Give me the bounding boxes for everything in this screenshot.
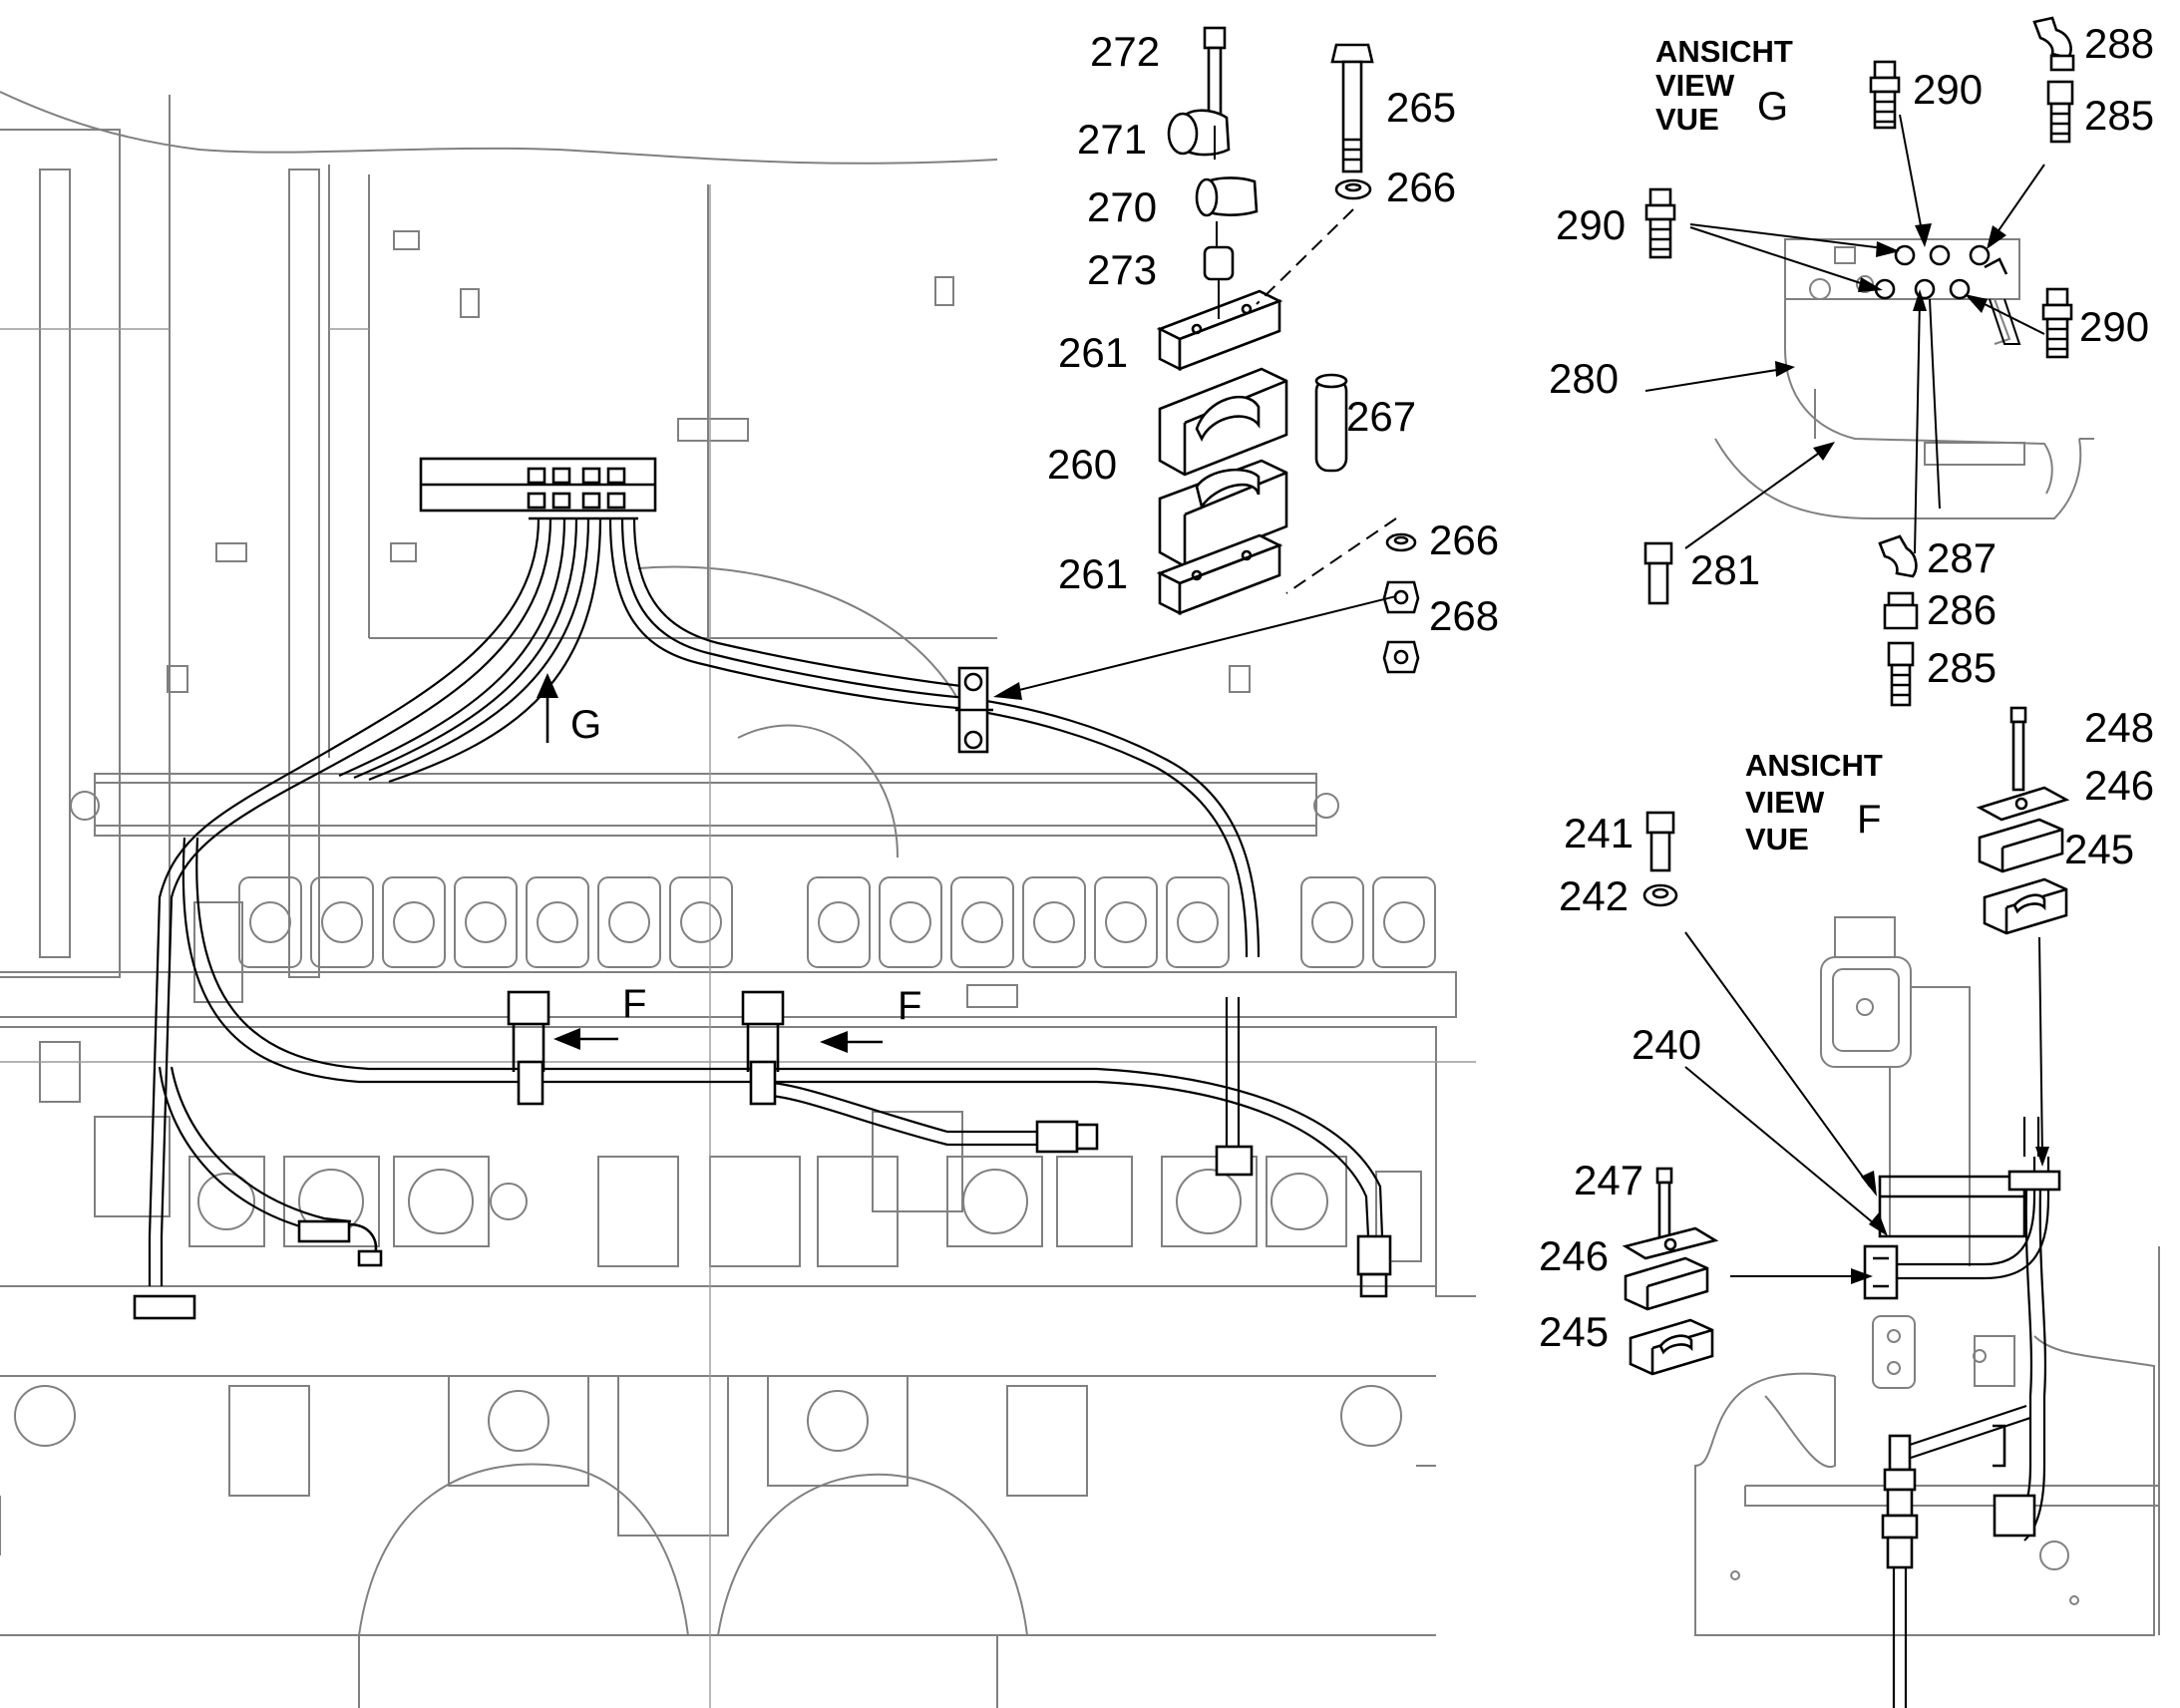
arrow-label-g: G bbox=[570, 703, 601, 747]
part-247-label: 247 bbox=[1574, 1157, 1643, 1203]
view-f-ansicht: ANSICHT bbox=[1745, 748, 1883, 783]
part-270-label: 270 bbox=[1087, 183, 1157, 230]
view-direction-arrows: G F F bbox=[537, 673, 921, 1053]
part-261-upper-label: 261 bbox=[1058, 329, 1128, 376]
part-287-label: 287 bbox=[1927, 534, 1997, 581]
view-f-letter: F bbox=[1857, 798, 1881, 842]
part-267-label: 267 bbox=[1346, 393, 1416, 440]
view-f-detail: ANSICHT VIEW VUE F bbox=[1539, 704, 2160, 1708]
main-machine-assembly bbox=[0, 91, 1476, 1708]
view-g-detail: ANSICHT VIEW VUE G bbox=[1549, 16, 2154, 707]
part-286-label: 286 bbox=[1927, 586, 1997, 633]
part-268-label: 268 bbox=[1429, 592, 1499, 639]
part-290-left-label: 290 bbox=[1556, 201, 1626, 248]
part-266-lower-label: 266 bbox=[1429, 516, 1499, 563]
part-288-label: 288 bbox=[2084, 20, 2154, 67]
part-285-lower-label: 285 bbox=[1927, 644, 1997, 691]
part-241-label: 241 bbox=[1564, 810, 1634, 856]
hydraulic-hoses bbox=[133, 457, 1392, 1320]
view-g-ansicht: ANSICHT bbox=[1655, 34, 1793, 69]
part-271-label: 271 bbox=[1077, 116, 1147, 163]
part-266-upper-label: 266 bbox=[1386, 164, 1456, 210]
part-246-right-label: 246 bbox=[2084, 762, 2154, 809]
part-281-label: 281 bbox=[1690, 546, 1760, 593]
part-246-left-label: 246 bbox=[1539, 1232, 1609, 1279]
arrow-label-f-right: F bbox=[898, 984, 921, 1028]
part-285-top-label: 285 bbox=[2084, 92, 2154, 139]
view-g-vue: VUE bbox=[1655, 102, 1719, 137]
arrow-label-f-left: F bbox=[622, 982, 646, 1026]
part-290-right-label: 290 bbox=[2079, 303, 2149, 350]
part-245-right-label: 245 bbox=[2064, 826, 2134, 872]
part-280-label: 280 bbox=[1549, 355, 1619, 402]
view-g-letter: G bbox=[1757, 85, 1788, 129]
clamp-exploded-parts: 272 271 270 273 261 260 261 265 266 267 … bbox=[993, 26, 1499, 700]
part-242-label: 242 bbox=[1559, 872, 1629, 919]
part-272-label: 272 bbox=[1090, 28, 1160, 75]
part-273-label: 273 bbox=[1087, 246, 1157, 293]
view-g-view: VIEW bbox=[1655, 68, 1735, 103]
part-245-left-label: 245 bbox=[1539, 1308, 1609, 1355]
part-290-top-label: 290 bbox=[1913, 66, 1983, 113]
part-265-label: 265 bbox=[1386, 84, 1456, 131]
part-261-lower-label: 261 bbox=[1058, 550, 1128, 597]
part-248-label: 248 bbox=[2084, 704, 2154, 751]
view-f-view: VIEW bbox=[1745, 785, 1825, 820]
part-240-label: 240 bbox=[1632, 1021, 1701, 1068]
view-f-vue: VUE bbox=[1745, 822, 1809, 856]
part-260-label: 260 bbox=[1047, 441, 1117, 488]
